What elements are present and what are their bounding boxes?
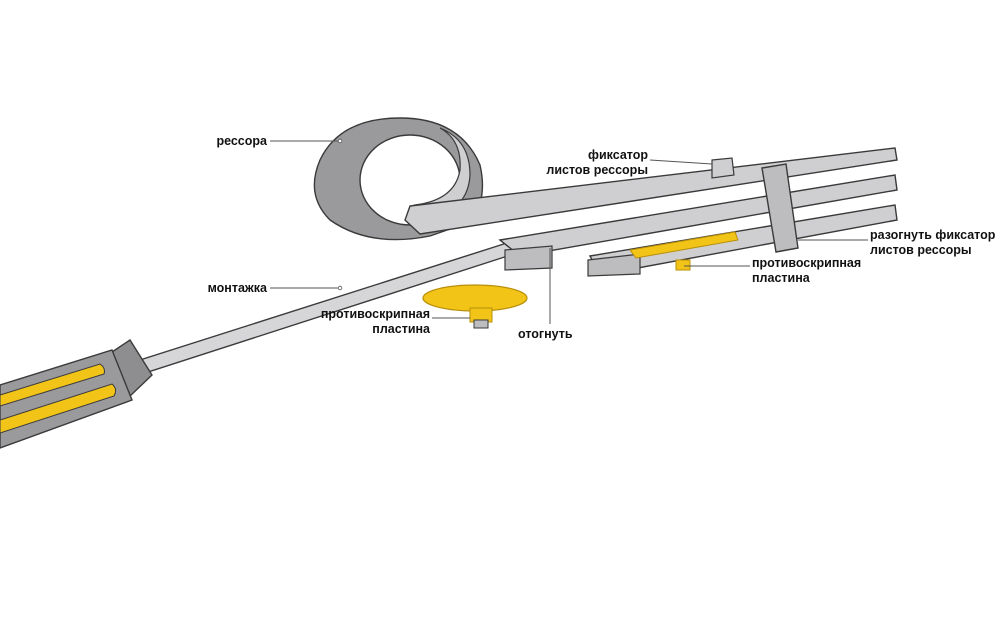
label-pad-right-line2: пластина: [752, 271, 810, 285]
label-unbend-clip: разогнуть фиксатор листов рессоры: [870, 228, 995, 258]
label-spring: рессора: [195, 134, 267, 149]
label-spring-text: рессора: [216, 134, 267, 148]
spring-main-leaf: [313, 117, 898, 277]
label-unbend-line1: разогнуть фиксатор: [870, 228, 996, 242]
label-pad-left: противоскрипная пластина: [300, 307, 430, 337]
label-pad-left-line2: пластина: [372, 322, 430, 336]
spring-leaf-3-end: [587, 253, 641, 277]
label-pad-right: противоскрипная пластина: [752, 256, 861, 286]
pad-stem-tip: [473, 319, 489, 329]
label-clip: фиксатор листов рессоры: [520, 148, 648, 178]
label-bend: отогнуть: [518, 327, 573, 342]
label-clip-line2: листов рессоры: [546, 163, 648, 177]
leaf-clip: [711, 157, 799, 253]
label-bend-text: отогнуть: [518, 327, 573, 341]
clip-tab-small: [711, 157, 735, 179]
label-pad-right-line1: противоскрипная: [752, 256, 862, 270]
leader-dot-spring: [337, 138, 343, 144]
pad-disc: [422, 284, 528, 312]
handle-stripe-top: [0, 363, 105, 407]
label-lever: монтажка: [180, 281, 267, 296]
leader-lines: [270, 140, 868, 324]
label-unbend-line2: листов рессоры: [870, 243, 972, 257]
clip-band: [761, 163, 799, 253]
screwdriver-icon: [0, 241, 522, 449]
leader-dot-lever: [337, 285, 343, 291]
handle-stripe-bottom: [0, 383, 117, 434]
pad-installed-stem: [675, 259, 691, 271]
spring-leaf-2-end: [504, 245, 553, 271]
anti-squeak-pad-icon: [422, 284, 528, 329]
label-clip-line1: фиксатор: [588, 148, 648, 162]
label-pad-left-line1: противоскрипная: [320, 307, 430, 321]
label-lever-text: монтажка: [207, 281, 267, 295]
anti-squeak-pad-installed: [629, 231, 739, 259]
leader-clip: [649, 159, 713, 165]
